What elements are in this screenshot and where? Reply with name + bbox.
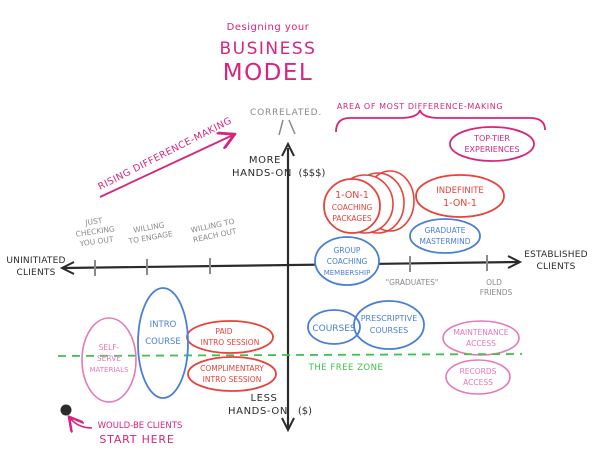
indefinite-line-2: 1-on-1 (443, 198, 477, 209)
graduate-mastermind-line-2: Mastermind (420, 237, 471, 246)
less-hands-on-line-2: Hands-on (228, 406, 288, 417)
paid-intro-line-1: Paid (215, 327, 232, 336)
courses-label: Courses (312, 324, 356, 334)
free-zone-line (57, 353, 523, 357)
title-line-1: Designing your (227, 22, 310, 33)
top-tier-line-2: experiences (464, 145, 519, 154)
self-serve-line-1: Self- (99, 343, 120, 352)
tick-label-willing-engage: Willing to engage (127, 220, 174, 246)
graduate-mastermind-line-1: Graduate (425, 226, 466, 235)
group-coaching-line-3: membership (324, 269, 371, 277)
complimentary-intro-bubble (187, 356, 277, 392)
intro-course-bubble (137, 287, 189, 399)
horizontal-axis (63, 260, 519, 270)
vertical-axis-arrow-bottom (281, 417, 295, 433)
top-tier-line-1: Top-tier (473, 134, 510, 143)
coaching-line-2: coaching (332, 203, 373, 212)
area-bracket (335, 109, 546, 133)
tick-label-checking: Just checking you out (75, 216, 115, 248)
less-hands-on-price: ($) (298, 406, 312, 417)
tick-label-willing-reach: Willing to reach out (190, 217, 238, 245)
coaching-packages-bubble (323, 178, 381, 234)
free-zone-label: The free zone (308, 363, 384, 373)
maintenance-access-bubble (442, 320, 520, 356)
correlated-arrow-left (278, 119, 284, 136)
prescriptive-line-2: Courses (370, 326, 409, 335)
prescriptive-courses-bubble (353, 300, 425, 350)
start-dot (60, 404, 72, 416)
paid-intro-line-2: intro session (201, 338, 260, 347)
svg-text:friends: friends (480, 288, 513, 297)
uninitiated-clients-line-1: Uninitiated (6, 256, 65, 266)
title-line-2: Business (220, 39, 317, 59)
rising-label: Rising Difference-Making (96, 115, 234, 192)
more-hands-on-line-1: More (249, 155, 281, 166)
title-line-3: Model (223, 60, 314, 86)
svg-text:Old: Old (486, 278, 502, 287)
horizontal-axis-arrow-right (507, 255, 523, 269)
records-line-2: access (463, 378, 493, 387)
more-hands-on-line-2: Hands-on (232, 168, 292, 179)
tick-label-old-friends: Old friends (480, 278, 513, 297)
correlated-arrow-right (288, 119, 296, 135)
start-line-2: start here (99, 433, 174, 446)
established-clients-line-1: Established (524, 250, 588, 260)
graduate-mastermind-bubble (409, 218, 481, 254)
vertical-axis-arrow-top (281, 141, 295, 157)
self-serve-line-2: serve (97, 354, 121, 363)
prescriptive-line-1: Prescriptive (361, 314, 418, 323)
complimentary-line-2: intro session (203, 375, 262, 384)
coaching-line-1: 1-on-1 (335, 190, 369, 201)
complimentary-line-1: Complimentary (200, 364, 264, 373)
tick-label-graduates: "Graduates" (386, 278, 439, 287)
self-serve-line-3: materials (89, 366, 129, 374)
indefinite-line-1: Indefinite (436, 186, 484, 196)
indefinite-bubble (415, 174, 505, 218)
group-coaching-line-1: Group (334, 246, 361, 255)
group-coaching-bubble (314, 236, 380, 286)
intro-course-line-2: Course (145, 337, 181, 347)
group-coaching-line-2: coaching (327, 257, 368, 266)
horizontal-axis-arrow-left (59, 261, 75, 275)
coaching-line-3: packages (332, 214, 372, 223)
less-hands-on-line-1: Less (251, 393, 278, 404)
records-line-1: Records (460, 367, 497, 376)
records-access-bubble (445, 359, 511, 395)
established-clients-line-2: Clients (537, 262, 576, 272)
area-label: Area of most difference-making (337, 102, 503, 111)
start-arrow (70, 418, 93, 428)
svg-text:Just: Just (84, 216, 104, 227)
intro-course-line-1: Intro (150, 320, 177, 330)
paid-intro-bubble (186, 320, 274, 354)
self-serve-bubble (81, 317, 137, 403)
courses-bubble (307, 309, 361, 345)
start-line-1: Would-be clients (98, 421, 183, 431)
more-hands-on-price: ($$$) (299, 168, 326, 179)
uninitiated-clients-line-2: Clients (17, 268, 56, 278)
top-tier-bubble (449, 126, 535, 162)
correlated-label: Correlated. (250, 108, 322, 118)
maintenance-line-2: access (466, 339, 496, 348)
rising-arrow (99, 135, 233, 198)
maintenance-line-1: Maintenance (453, 328, 508, 337)
